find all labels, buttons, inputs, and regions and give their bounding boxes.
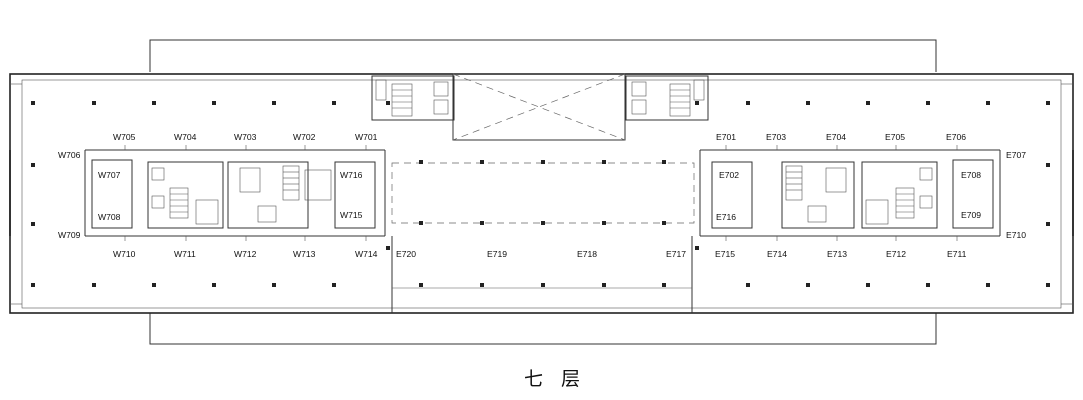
room-label-w710: W710 [113, 249, 136, 259]
room-label-w714: W714 [355, 249, 378, 259]
room-label-w709: W709 [58, 230, 81, 240]
room-label-w703: W703 [234, 132, 257, 142]
room-label-w715: W715 [340, 210, 363, 220]
room-label-e705: E705 [885, 132, 905, 142]
north-core-east [625, 75, 709, 121]
room-label-w702: W702 [293, 132, 316, 142]
room-label-e702: E702 [719, 170, 739, 180]
columns [31, 101, 1050, 287]
room-label-w711: W711 [174, 249, 196, 259]
room-label-e709: E709 [961, 210, 981, 220]
floor-title: 七 层 [524, 368, 586, 390]
atrium [384, 73, 701, 313]
room-label-w701: W701 [355, 132, 378, 142]
room-label-w712: W712 [234, 249, 257, 259]
room-label-e715: E715 [715, 249, 735, 259]
room-label-e716: E716 [716, 212, 736, 222]
north-core-west [371, 75, 455, 121]
room-label-e717: E717 [666, 249, 686, 259]
room-label-e708: E708 [961, 170, 981, 180]
room-label-w708: W708 [98, 212, 121, 222]
room-label-e720: E720 [396, 249, 416, 259]
room-label-w716: W716 [340, 170, 363, 180]
west-inner-block [84, 149, 385, 237]
room-label-e719: E719 [487, 249, 507, 259]
room-label-e714: E714 [767, 249, 787, 259]
room-label-w706: W706 [58, 150, 81, 160]
room-label-e710: E710 [1006, 230, 1026, 240]
room-label-e713: E713 [827, 249, 847, 259]
room-label-w704: W704 [174, 132, 197, 142]
east-inner-block [700, 149, 1001, 237]
room-label-e701: E701 [716, 132, 736, 142]
door-marks [124, 145, 958, 241]
room-label-e703: E703 [766, 132, 786, 142]
room-label-w707: W707 [98, 170, 121, 180]
room-label-w713: W713 [293, 249, 316, 259]
room-label-e707: E707 [1006, 150, 1026, 160]
room-label-e706: E706 [946, 132, 966, 142]
room-label-e711: E711 [947, 249, 967, 259]
room-label-w705: W705 [113, 132, 136, 142]
room-label-e704: E704 [826, 132, 846, 142]
building-envelope [9, 73, 1074, 314]
room-label-e712: E712 [886, 249, 906, 259]
podium-outline [149, 39, 937, 345]
room-label-e718: E718 [577, 249, 597, 259]
